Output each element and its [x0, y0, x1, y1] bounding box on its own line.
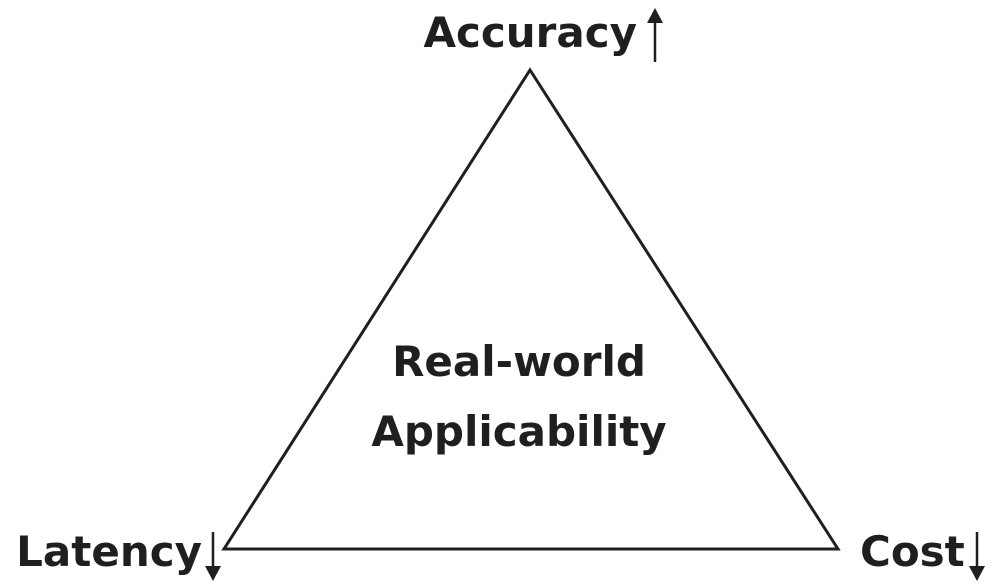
center-label-line1: Real-world	[392, 337, 646, 386]
cost-label: Cost	[860, 527, 965, 576]
triangle-shape	[221, 67, 841, 551]
arrow-down-icon	[205, 532, 221, 581]
accuracy-label: Accuracy	[423, 8, 637, 57]
arrow-down-icon	[969, 532, 985, 581]
arrow-up-icon	[647, 8, 663, 62]
latency-label: Latency	[16, 527, 202, 576]
center-label-line2: Applicability	[371, 407, 666, 456]
